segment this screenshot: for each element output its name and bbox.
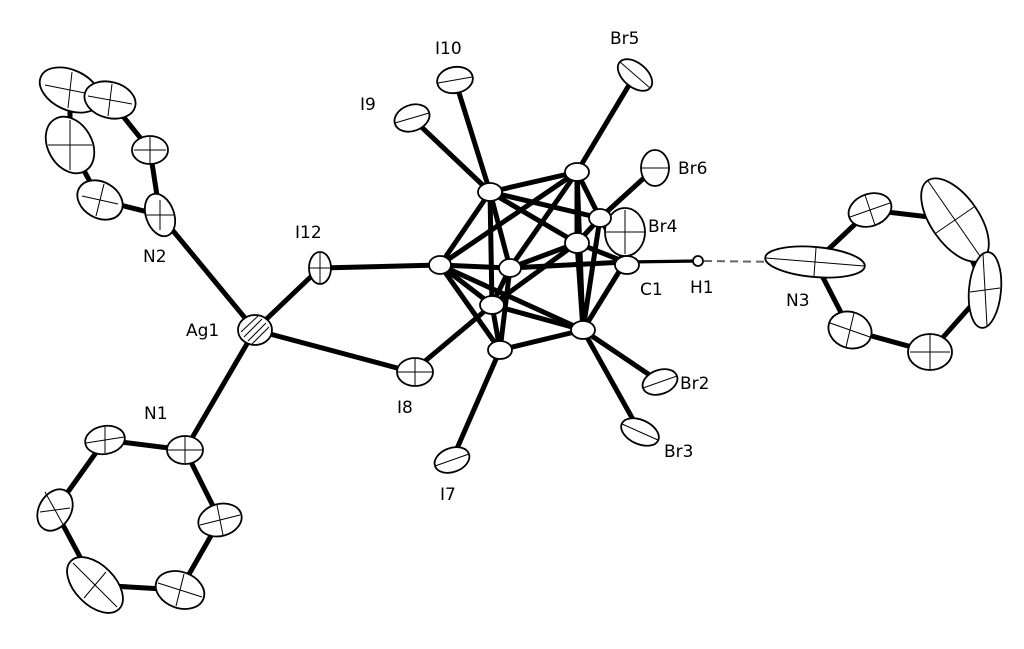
label-ag1: Ag1 bbox=[186, 321, 219, 341]
atom-c-n1-ring-4 bbox=[154, 570, 206, 610]
atom-br3 bbox=[620, 417, 660, 447]
cage-vertices bbox=[428, 162, 612, 360]
atom-c-n2-ring-4 bbox=[83, 80, 137, 120]
atom-c-n1-ring-2 bbox=[36, 488, 74, 532]
atom-i7 bbox=[433, 446, 471, 474]
atom-c-n1-ring-3 bbox=[66, 556, 124, 614]
atom-c-n3-ring-1 bbox=[847, 192, 893, 228]
label-i7: I7 bbox=[440, 485, 456, 505]
atom-i9 bbox=[393, 103, 431, 133]
label-c1: C1 bbox=[640, 280, 663, 300]
atom-c-n3-ring-4 bbox=[907, 333, 953, 371]
atom-br5 bbox=[616, 58, 654, 92]
label-i9: I9 bbox=[360, 95, 376, 115]
label-br5: Br5 bbox=[610, 29, 639, 49]
label-br4: Br4 bbox=[648, 217, 677, 237]
atom-c-n1-ring-1 bbox=[84, 424, 126, 456]
atom-h1 bbox=[692, 255, 704, 267]
atom-ag1 bbox=[237, 314, 273, 346]
atom-c-n3-ring-3 bbox=[967, 251, 1003, 329]
label-br6: Br6 bbox=[678, 159, 707, 179]
atom-i10 bbox=[436, 65, 474, 95]
atoms bbox=[36, 58, 1003, 614]
atom-br2 bbox=[641, 368, 679, 396]
label-n3: N3 bbox=[786, 291, 810, 311]
atom-labels: Br5 I10 I9 Br6 Br4 I12 N2 C1 H1 N3 Ag1 B… bbox=[143, 29, 810, 505]
label-br3: Br3 bbox=[664, 442, 693, 462]
label-i12: I12 bbox=[295, 223, 322, 243]
label-br2: Br2 bbox=[680, 374, 709, 394]
label-n1: N1 bbox=[144, 404, 168, 424]
label-i8: I8 bbox=[397, 398, 413, 418]
atom-c-n3-ring-5 bbox=[827, 310, 873, 350]
atom-c-n2-ring-2 bbox=[44, 115, 96, 175]
atom-n1 bbox=[166, 435, 204, 465]
atom-c1 bbox=[614, 255, 640, 275]
label-n2: N2 bbox=[143, 247, 167, 267]
atom-c-n1-ring-5 bbox=[197, 502, 243, 538]
atom-br6 bbox=[640, 149, 670, 187]
atom-n3 bbox=[764, 245, 866, 279]
atom-i12 bbox=[308, 251, 332, 285]
atom-c-n2-ring-1 bbox=[76, 179, 124, 221]
atom-i8 bbox=[396, 357, 434, 387]
label-i10: I10 bbox=[435, 39, 462, 59]
atom-n2 bbox=[143, 192, 177, 238]
atom-c-n2-ring-5 bbox=[131, 135, 169, 165]
label-h1: H1 bbox=[690, 278, 714, 298]
